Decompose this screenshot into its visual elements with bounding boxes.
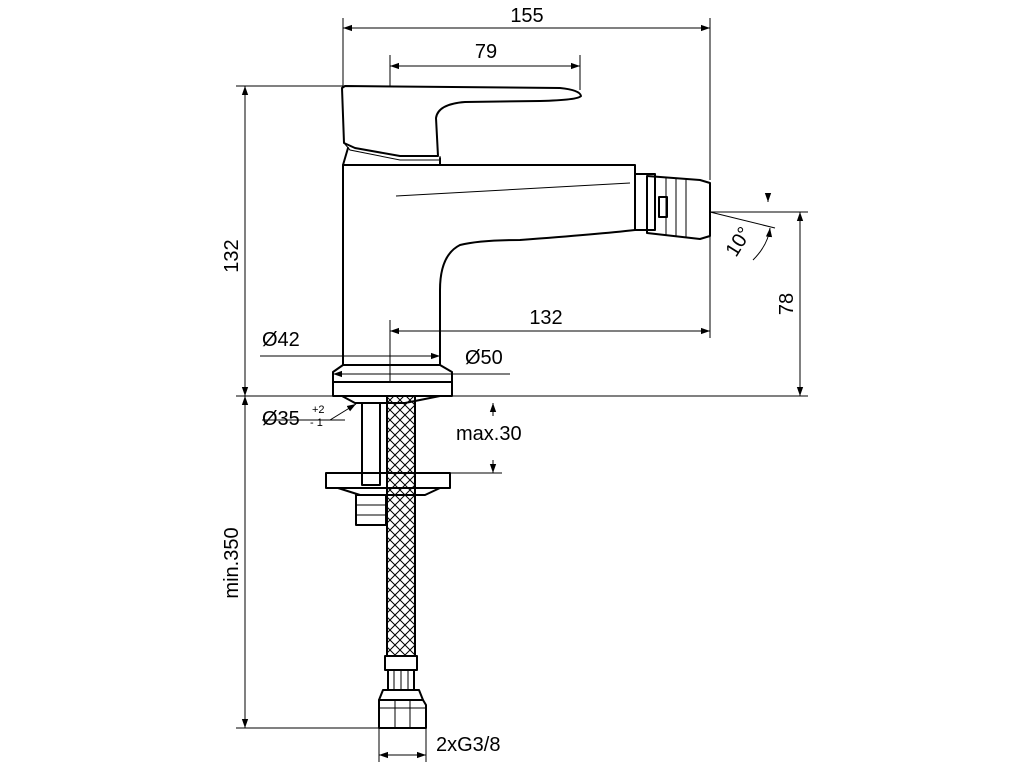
mixer-body xyxy=(332,85,711,404)
fixing-assembly xyxy=(325,395,451,729)
dim-overall-height: 132 xyxy=(221,239,243,272)
dim-angle: 10° xyxy=(722,223,757,260)
body-outline xyxy=(342,164,636,366)
dim-overall-width: 155 xyxy=(510,5,543,27)
dimensions: 155 79 132 132 Ø42 Ø50 Ø35 +2 - 1 max.30 xyxy=(221,5,808,762)
dim-spout-reach: 132 xyxy=(529,307,562,329)
dim-base-diameter: Ø42 xyxy=(262,329,300,351)
dim-rosette-diameter: Ø50 xyxy=(465,347,503,369)
dim-handle-width: 79 xyxy=(475,41,497,63)
handle-lever xyxy=(341,85,582,157)
spout-nozzle xyxy=(634,173,711,240)
dim-max-thickness: max.30 xyxy=(456,423,522,445)
braided-hose xyxy=(386,395,416,657)
dim-hole-tol-minus: - 1 xyxy=(310,417,323,429)
dim-min-hose-length: min.350 xyxy=(221,527,243,598)
dim-connection: 2xG3/8 xyxy=(436,734,500,756)
dim-hole-diameter: Ø35 xyxy=(262,408,300,430)
dim-spout-height: 78 xyxy=(776,293,798,315)
dim-hole-tol-plus: +2 xyxy=(312,404,325,416)
